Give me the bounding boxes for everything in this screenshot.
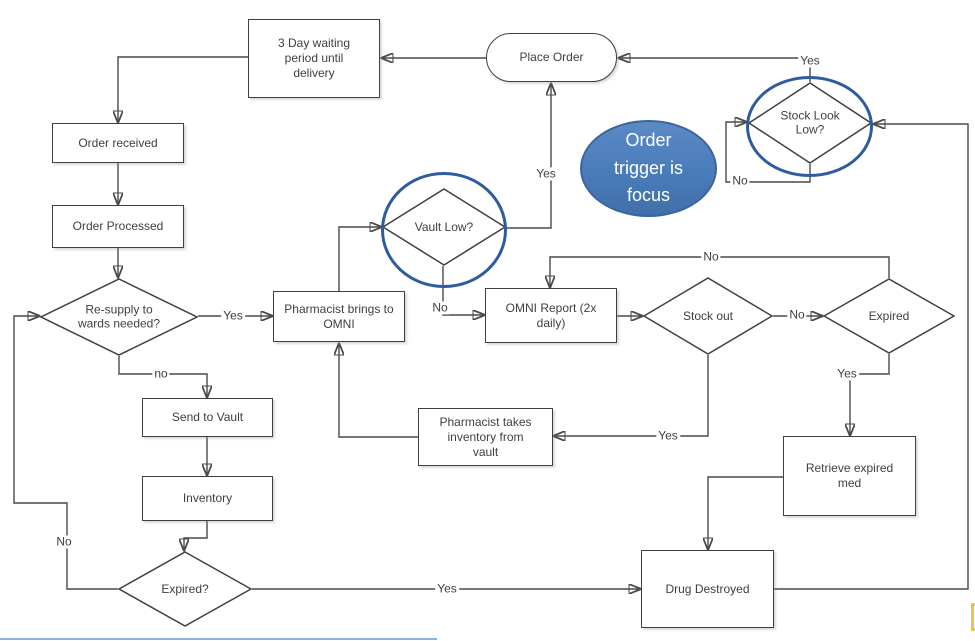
edge-label-no-stock-out: No xyxy=(787,307,807,322)
node-drug-destroyed-label: Drug Destroyed xyxy=(665,581,750,596)
edge-label-no-left-loop: No xyxy=(54,534,74,549)
edge-pharmacist-brings-to-vault-low xyxy=(338,227,381,291)
edge-label-no-expired-top: No xyxy=(701,249,721,264)
edge-stock-out-yes-to-pharm-takes xyxy=(554,355,709,436)
edge-vault-low-yes-to-place-order xyxy=(506,84,551,229)
node-expired-q-decision-label: Expired? xyxy=(161,581,209,596)
node-retrieve-expired-med: Retrieve expired med xyxy=(783,436,916,516)
edge-drug-destroyed-to-stock-look-low xyxy=(774,124,969,590)
edge-label-no-stock-look-low: No xyxy=(730,173,750,188)
edge-stock-look-low-yes-to-place-order xyxy=(619,58,811,82)
edge-pharm-takes-to-pharmacist-brings xyxy=(339,344,418,438)
node-order-received-label: Order received xyxy=(78,135,158,150)
edge-waiting-to-order-received xyxy=(118,56,248,122)
bottom-blue-line xyxy=(0,638,437,640)
highlight-circle-vault-low xyxy=(381,172,507,288)
expired-q-diamond-shape xyxy=(118,551,252,627)
node-omni-report-label: OMNI Report (2x daily) xyxy=(505,300,597,330)
node-pharmacist-brings-label: Pharmacist brings to OMNI xyxy=(284,301,394,331)
edge-label-no-resupply: no xyxy=(152,366,170,381)
edge-label-yes-expired: Yes xyxy=(835,366,859,381)
node-stock-out-decision-label: Stock out xyxy=(682,308,734,323)
node-place-order: Place Order xyxy=(486,33,617,82)
node-resupply-decision: Re-supply to wards needed? xyxy=(40,278,198,356)
callout-order-trigger: Order trigger is focus xyxy=(580,120,717,217)
node-pharm-takes-inventory: Pharmacist takes inventory from vault xyxy=(418,408,553,466)
edge-label-yes-resupply: Yes xyxy=(221,308,245,323)
node-pharmacist-brings: Pharmacist brings to OMNI xyxy=(273,291,405,342)
node-drug-destroyed: Drug Destroyed xyxy=(641,550,774,628)
edge-expired-yes-to-retrieve-expired xyxy=(850,354,890,435)
edge-label-yes-expired-q: Yes xyxy=(435,581,459,596)
node-retrieve-expired-med-label: Retrieve expired med xyxy=(805,461,894,490)
node-3-day-waiting: 3 Day waiting period until delivery xyxy=(248,19,380,98)
stock-out-diamond-shape xyxy=(643,277,773,355)
edge-expired-q-no-to-resupply xyxy=(13,316,118,590)
node-pharm-takes-inventory-label: Pharmacist takes inventory from vault xyxy=(439,414,532,459)
edge-label-yes-vault-low: Yes xyxy=(534,166,558,181)
node-expired-decision-label: Expired xyxy=(868,308,910,323)
node-place-order-label: Place Order xyxy=(519,50,584,64)
highlight-circle-stock-look-low xyxy=(746,76,873,177)
node-order-processed-label: Order Processed xyxy=(72,219,164,233)
resupply-diamond-shape xyxy=(40,278,198,356)
node-order-received: Order received xyxy=(52,123,184,163)
node-send-to-vault-label: Send to Vault xyxy=(171,410,244,424)
callout-order-trigger-text: Order trigger is focus xyxy=(613,129,684,206)
yellow-placeholder-bracket xyxy=(971,603,975,631)
node-inventory: Inventory xyxy=(142,476,273,521)
edge-retrieve-expired-to-drug-destroyed xyxy=(708,476,783,549)
node-expired-q-decision: Expired? xyxy=(118,551,252,627)
node-inventory-label: Inventory xyxy=(182,491,233,505)
node-order-processed: Order Processed xyxy=(52,205,184,248)
node-resupply-decision-label: Re-supply to wards needed? xyxy=(77,302,161,331)
edge-label-yes-stock-out: Yes xyxy=(656,428,680,443)
node-omni-report: OMNI Report (2x daily) xyxy=(485,288,617,343)
edge-label-yes-stock-look-low: Yes xyxy=(798,53,822,68)
edge-label-no-vault-low: No xyxy=(430,300,450,315)
node-expired-decision: Expired xyxy=(823,278,955,354)
node-stock-out-decision: Stock out xyxy=(643,277,773,355)
node-send-to-vault: Send to Vault xyxy=(142,398,273,437)
expired-diamond-shape xyxy=(823,278,955,354)
edge-inventory-to-expired-q xyxy=(184,521,208,550)
node-3-day-waiting-label: 3 Day waiting period until delivery xyxy=(277,36,351,80)
